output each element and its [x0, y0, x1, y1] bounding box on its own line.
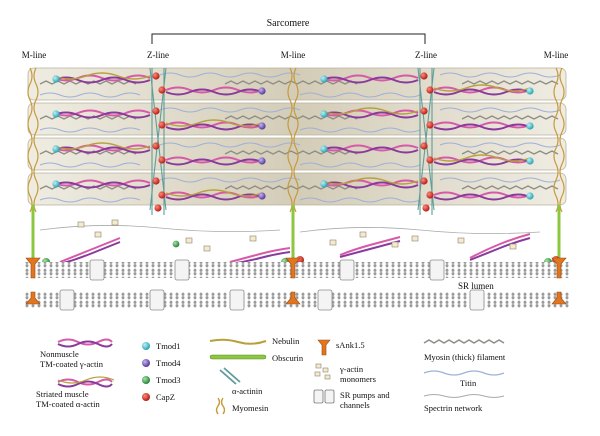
legend-myosin-label: Myosin (thick) filament — [424, 352, 506, 362]
obscurin-links — [31, 205, 561, 258]
z-line-label-left: Z-line — [147, 50, 169, 60]
m-line-label-center: M-line — [281, 50, 306, 60]
gamma-actin-monomers-field — [77, 219, 517, 252]
tmod3-icon — [142, 376, 150, 384]
tmod-caps — [52, 75, 534, 200]
cytoplasmic-actin — [39, 225, 541, 265]
legend-gamma-line1: γ-actin — [339, 364, 364, 374]
legend-nonmuscle-actin: Nonmuscle TM-coated γ-actin — [40, 338, 113, 369]
legend-alpha-actinin-label: α-actinin — [232, 386, 263, 396]
legend-nonmuscle-line1: Nonmuscle — [40, 349, 79, 359]
legend-tmod4: Tmod4 — [142, 358, 181, 368]
legend-striated-line1: Striated muscle — [36, 389, 89, 399]
sarcomere-bracket: Sarcomere — [151, 18, 426, 44]
tmod1-icon — [142, 342, 150, 350]
legend-sr-line1: SR pumps and — [340, 390, 390, 400]
legend-tmod1-label: Tmod1 — [156, 341, 181, 351]
legend-capz-label: CapZ — [156, 392, 175, 402]
z-line-left — [149, 67, 167, 215]
legend-titin: Titin — [423, 370, 505, 388]
legend-titin-label: Titin — [460, 378, 477, 388]
capz-icon — [142, 393, 150, 401]
legend-sank: sAnk1.5 — [317, 339, 365, 356]
legend-myosin: Myosin (thick) filament — [423, 339, 506, 362]
z-line-right — [417, 67, 435, 215]
legend: Nonmuscle TM-coated γ-actin Striated mus… — [36, 336, 506, 415]
m-line-label-left: M-line — [22, 50, 47, 60]
m-line-label-right: M-line — [544, 50, 569, 60]
line-labels: M-line Z-line M-line Z-line M-line — [22, 50, 569, 60]
legend-striated-line2: TM-coated α-actin — [36, 399, 100, 409]
legend-tmod3: Tmod3 — [142, 375, 181, 385]
legend-striated-actin: Striated muscle TM-coated α-actin — [36, 376, 115, 409]
legend-gamma-monomers: γ-actin monomers — [314, 363, 376, 384]
sank-anchors — [25, 257, 567, 305]
sank-icon — [317, 339, 331, 356]
legend-obscurin: Obscurin — [209, 353, 304, 363]
legend-nonmuscle-line2: TM-coated γ-actin — [40, 359, 104, 369]
legend-nebulin-label: Nebulin — [272, 336, 300, 346]
z-line-label-right: Z-line — [415, 50, 437, 60]
legend-capz: CapZ — [142, 392, 175, 402]
legend-sank-label: sAnk1.5 — [336, 340, 365, 350]
legend-myomesin-label: Myomesin — [232, 403, 269, 413]
legend-spectrin: Spectrin network — [423, 394, 505, 413]
legend-tmod1: Tmod1 — [142, 341, 181, 351]
legend-sr-line2: channels — [340, 400, 370, 410]
thin-filaments — [53, 72, 531, 201]
legend-nebulin: Nebulin — [209, 336, 300, 346]
legend-alpha-actinin: α-actinin — [219, 367, 263, 396]
legend-sr-pumps: SR pumps and channels — [313, 389, 390, 410]
legend-spectrin-label: Spectrin network — [424, 403, 483, 413]
legend-obscurin-label: Obscurin — [272, 353, 304, 363]
sarcomere-label: Sarcomere — [267, 18, 310, 29]
m-lines — [27, 67, 565, 213]
legend-myomesin: Myomesin — [215, 397, 269, 415]
sr-lumen-label: SR lumen — [458, 281, 494, 291]
legend-tmod4-label: Tmod4 — [156, 358, 181, 368]
titin-strands — [39, 72, 561, 203]
legend-gamma-line2: monomers — [340, 374, 376, 384]
tmod4-icon — [142, 359, 150, 367]
legend-tmod3-label: Tmod3 — [156, 375, 181, 385]
